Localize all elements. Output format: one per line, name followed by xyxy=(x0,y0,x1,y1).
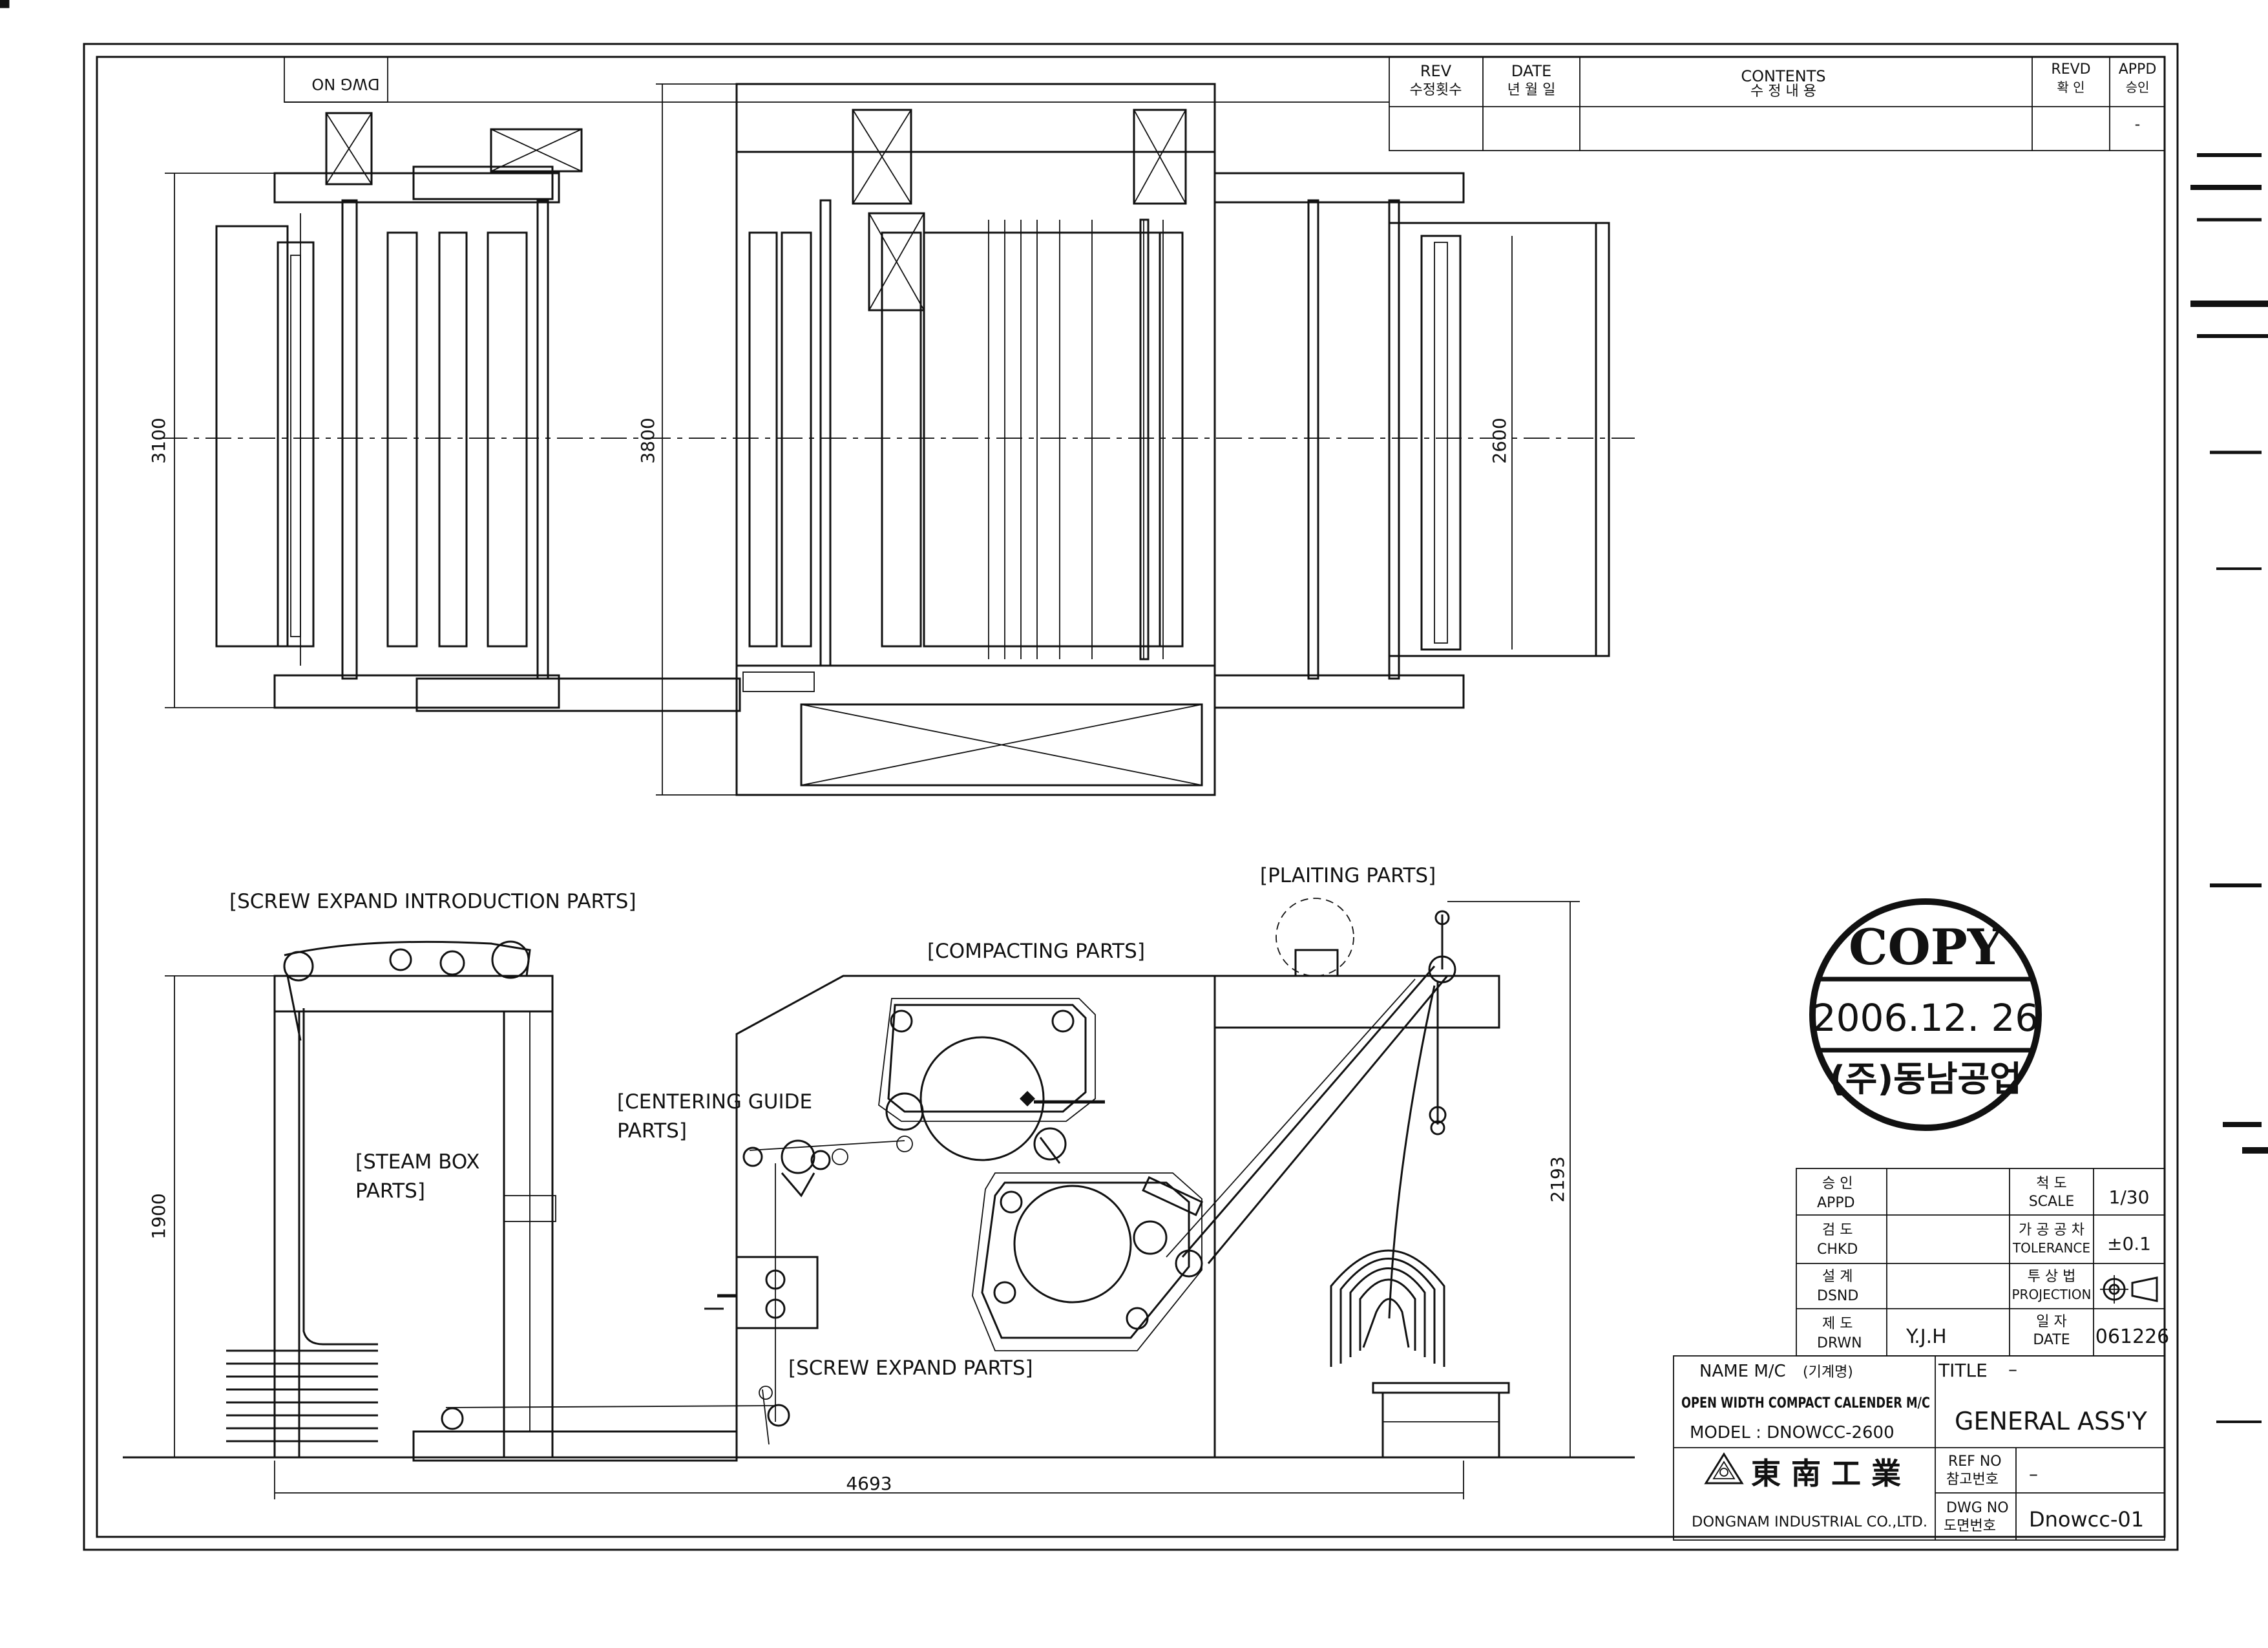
elevation-dimensions xyxy=(165,901,1580,1499)
tb-ref-no: REF NO xyxy=(1948,1453,2002,1470)
date-label: DATE xyxy=(1511,62,1551,80)
tb-appd: APPD xyxy=(1817,1195,1855,1211)
tb-projection: PROJECTION xyxy=(2011,1287,2091,1302)
label-plaiting-parts: [PLAITING PARTS] xyxy=(1260,864,1436,887)
dim-plan-left-width: 3100 xyxy=(148,417,169,463)
plan-plaiting-section xyxy=(1213,172,1610,709)
contents-label: CONTENTS xyxy=(1741,67,1825,85)
dim-plan-center-width: 3800 xyxy=(637,417,658,463)
label-centering-guide-line2: PARTS] xyxy=(617,1119,687,1143)
stamp-company: (주)동남공업 xyxy=(1829,1059,2022,1099)
rev-label: REV xyxy=(1420,62,1452,80)
revd-label-kr: 확 인 xyxy=(2057,79,2084,95)
tb-scale-value: 1/30 xyxy=(2109,1187,2150,1208)
tb-ref-no-value: – xyxy=(2029,1463,2038,1484)
tb-dwg-no-value: Dnowcc-01 xyxy=(2029,1507,2144,1532)
appd-value: - xyxy=(2135,115,2141,133)
tb-company-cjk: 東 南 工 業 xyxy=(1751,1456,1901,1491)
copy-stamp: COPY 2006.12. 26 (주)동남공업 xyxy=(1809,898,2042,1131)
tb-appd-kr: 승 인 xyxy=(1822,1176,1853,1192)
tb-date-value: 061226 xyxy=(2095,1326,2170,1348)
dim-side-left-height: 1900 xyxy=(148,1193,169,1239)
dwg-no-corner-label: DWG NO xyxy=(311,75,379,93)
elevation-intro-section xyxy=(226,940,790,1462)
label-screw-expand-parts: [SCREW EXPAND PARTS] xyxy=(788,1357,1033,1380)
stamp-title: COPY xyxy=(1849,918,2003,976)
appd-label: APPD xyxy=(2119,61,2157,78)
label-centering-guide-line1: [CENTERING GUIDE xyxy=(617,1090,812,1114)
tb-machine-name: OPEN WIDTH COMPACT CALENDER M/C xyxy=(1681,1395,1930,1411)
tb-company-en: DONGNAM INDUSTRIAL CO.,LTD. xyxy=(1692,1514,1927,1530)
tb-date: DATE xyxy=(2033,1332,2070,1348)
tb-name-mc-kr: (기계명) xyxy=(1803,1364,1853,1380)
plan-view: 3100 3800 2600 xyxy=(148,83,1635,796)
label-steam-box-line1: [STEAM BOX xyxy=(355,1150,479,1174)
contents-label-kr: 수 정 내 용 xyxy=(1750,83,1816,100)
tb-drwn-kr: 제 도 xyxy=(1822,1316,1853,1332)
plan-intro-section xyxy=(215,112,741,712)
sheet-border xyxy=(83,43,2179,1551)
tb-dwg-no-kr: 도면번호 xyxy=(1944,1518,1996,1534)
label-screw-expand-introduction: [SCREW EXPAND INTRODUCTION PARTS] xyxy=(229,890,636,913)
tb-chkd: CHKD xyxy=(1817,1241,1858,1258)
dim-overall-length: 4693 xyxy=(846,1473,892,1494)
elevation-compacting-section xyxy=(704,975,1500,1457)
title-block: 승 인 APPD 검 도 CHKD 설 계 DSND 제 도 DRWN Y.J.… xyxy=(1673,1168,2170,1541)
date-label-kr: 년 월 일 xyxy=(1507,82,1556,98)
tb-chkd-kr: 검 도 xyxy=(1822,1222,1853,1238)
tb-tolerance-value: ±0.1 xyxy=(2107,1233,2151,1254)
tb-ref-no-kr: 참고번호 xyxy=(1946,1472,1999,1488)
stamp-date: 2006.12. 26 xyxy=(1812,996,2039,1040)
tb-scale: SCALE xyxy=(2029,1194,2075,1210)
dim-plan-right-width: 2600 xyxy=(1489,417,1510,463)
dwg-no-corner-box: DWG NO xyxy=(284,56,1389,103)
projection-symbol-icon xyxy=(2100,1275,2158,1304)
scan-edge-noise xyxy=(0,0,2268,1423)
tb-scale-kr: 척 도 xyxy=(2036,1176,2066,1192)
tb-dsnd-kr: 설 계 xyxy=(1822,1269,1853,1285)
revd-label: REVD xyxy=(2051,61,2090,78)
tb-tolerance: TOLERANCE xyxy=(2012,1240,2090,1256)
tb-model: MODEL : DNOWCC-2600 xyxy=(1690,1423,1895,1442)
tb-title-label: TITLE xyxy=(1938,1360,1988,1381)
tb-dsnd: DSND xyxy=(1817,1288,1858,1304)
tb-drwn-value: Y.J.H xyxy=(1906,1326,1947,1348)
revision-block: REV 수정횟수 DATE 년 월 일 CONTENTS 수 정 내 용 REV… xyxy=(1389,56,2165,151)
tb-title-value: GENERAL ASS'Y xyxy=(1955,1407,2148,1435)
elevation-plaiting-section xyxy=(1166,898,1510,1457)
label-steam-box-line2: PARTS] xyxy=(355,1179,425,1203)
tb-dwg-no: DWG NO xyxy=(1946,1500,2009,1516)
tb-name-mc: NAME M/C xyxy=(1699,1362,1786,1381)
tb-date-kr: 일 자 xyxy=(2036,1314,2066,1330)
tb-title-dash: – xyxy=(2008,1358,2017,1380)
appd-label-kr: 승인 xyxy=(2126,79,2150,95)
tb-projection-kr: 투 상 법 xyxy=(2028,1269,2076,1285)
elevation-view: 1900 2193 4693 [SCREW EXPAND INTRODUCTIO… xyxy=(123,864,1635,1499)
rev-label-kr: 수정횟수 xyxy=(1410,82,1462,98)
label-compacting-parts: [COMPACTING PARTS] xyxy=(927,940,1145,963)
plan-dimensions xyxy=(165,83,1513,796)
plan-compacting-section xyxy=(735,83,1216,796)
tb-tolerance-kr: 가 공 공 차 xyxy=(2019,1222,2084,1238)
company-logo-icon xyxy=(1704,1452,1744,1484)
tb-drwn: DRWN xyxy=(1817,1335,1862,1351)
dim-side-right-height: 2193 xyxy=(1547,1156,1568,1202)
